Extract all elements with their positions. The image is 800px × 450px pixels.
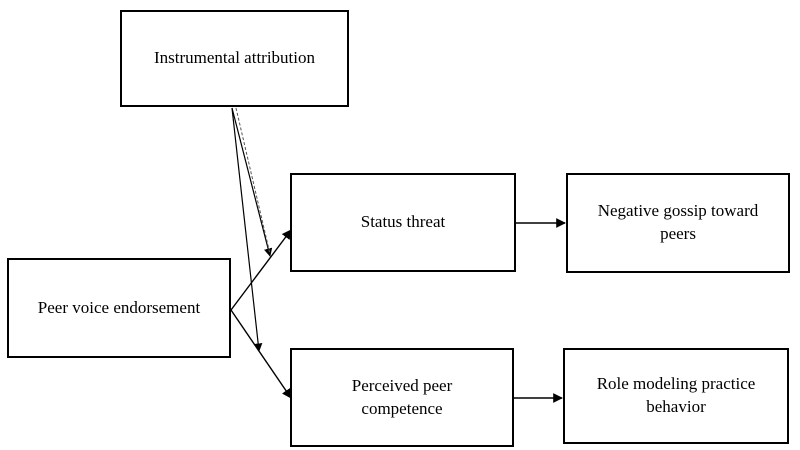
edge-instrumental-moderates-status-path-dashed (235, 107, 271, 255)
node-label: Perceived peer competence (351, 375, 453, 418)
node-negative-gossip: Negative gossip toward peers (566, 173, 790, 273)
edge-instrumental-moderates-competence-path (231, 107, 263, 352)
node-role-modeling-practice-behavior: Role modeling practice behavior (563, 348, 789, 444)
edge-voice-to-competence (230, 309, 292, 399)
node-label: Instrumental attribution (154, 48, 315, 68)
node-label: Status threat (360, 212, 446, 232)
node-perceived-peer-competence: Perceived peer competence (290, 348, 514, 447)
node-label: Negative gossip toward peers (597, 201, 759, 243)
edge-instrumental-moderates-status-path (231, 107, 273, 257)
node-instrumental-attribution: Instrumental attribution (120, 10, 349, 107)
node-label: Peer voice endorsement (37, 297, 201, 317)
node-peer-voice-endorsement: Peer voice endorsement (7, 258, 231, 358)
node-status-threat: Status threat (290, 173, 516, 272)
node-label: Role modeling practice behavior (596, 374, 756, 416)
edge-voice-to-status (230, 229, 292, 311)
